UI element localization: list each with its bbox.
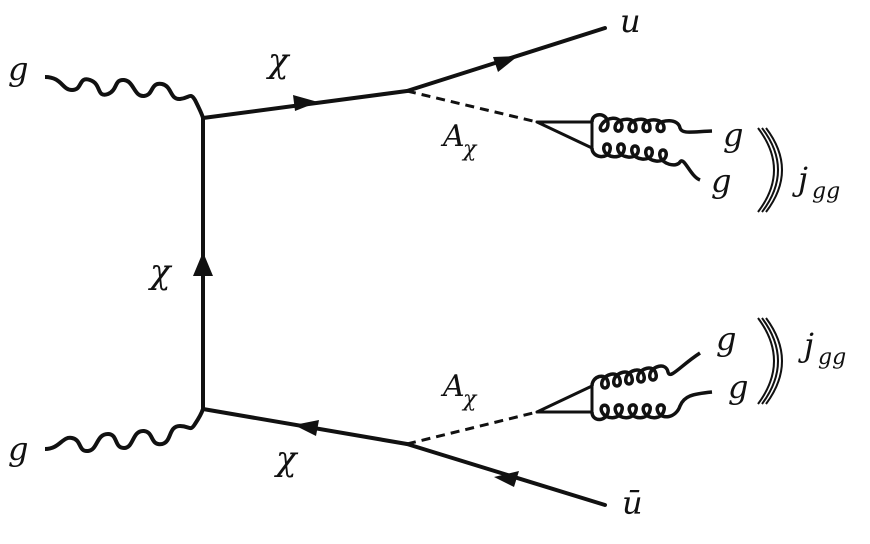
a-chi-mediator-bottom: [406, 410, 538, 446]
label-g-bottom-2: g: [728, 368, 748, 406]
a-chi-mediator-top: [406, 89, 538, 124]
outgoing-gluon-top-2: [590, 142, 701, 182]
outgoing-gluon-top-1: [590, 113, 713, 134]
loop-triangle-top: [535, 120, 594, 150]
label-a-chi-top: A: [440, 119, 465, 154]
loop-triangle-bottom: [535, 384, 594, 414]
label-ubar: ū: [622, 484, 643, 522]
label-g-top-2: g: [711, 162, 731, 200]
outgoing-gluon-bottom-1: [590, 351, 701, 390]
label-jet-bottom-sub: gg: [818, 345, 846, 370]
arrow-up: [193, 252, 213, 276]
label-jet-top-sub: gg: [812, 179, 840, 204]
label-g-in-bottom: g: [8, 430, 28, 468]
label-chi-bottom: χ: [274, 439, 299, 479]
jet-brace-bottom: [757, 317, 783, 405]
label-g-top-1: g: [723, 116, 743, 154]
label-u: u: [620, 2, 641, 40]
incoming-gluon-bottom: [44, 408, 205, 453]
label-a-chi-top-sub: χ: [461, 137, 478, 162]
arrow-top-chi: [293, 95, 318, 111]
label-jet-top: j: [792, 160, 808, 198]
incoming-gluon-top: [44, 75, 205, 119]
label-g-bottom-1: g: [716, 320, 736, 358]
label-chi-top: χ: [266, 41, 291, 81]
label-chi-middle: χ: [148, 252, 173, 292]
label-a-chi-bottom-sub: χ: [461, 387, 478, 412]
arrow-bottom-chi: [294, 420, 319, 436]
label-g-in-top: g: [8, 50, 28, 88]
arrow-u: [493, 56, 518, 72]
outgoing-gluon-bottom-2: [590, 390, 713, 422]
arrow-ubar: [494, 471, 519, 487]
label-jet-bottom: j: [798, 326, 814, 364]
jet-brace-top: [757, 127, 783, 213]
label-a-chi-bottom: A: [440, 369, 465, 404]
